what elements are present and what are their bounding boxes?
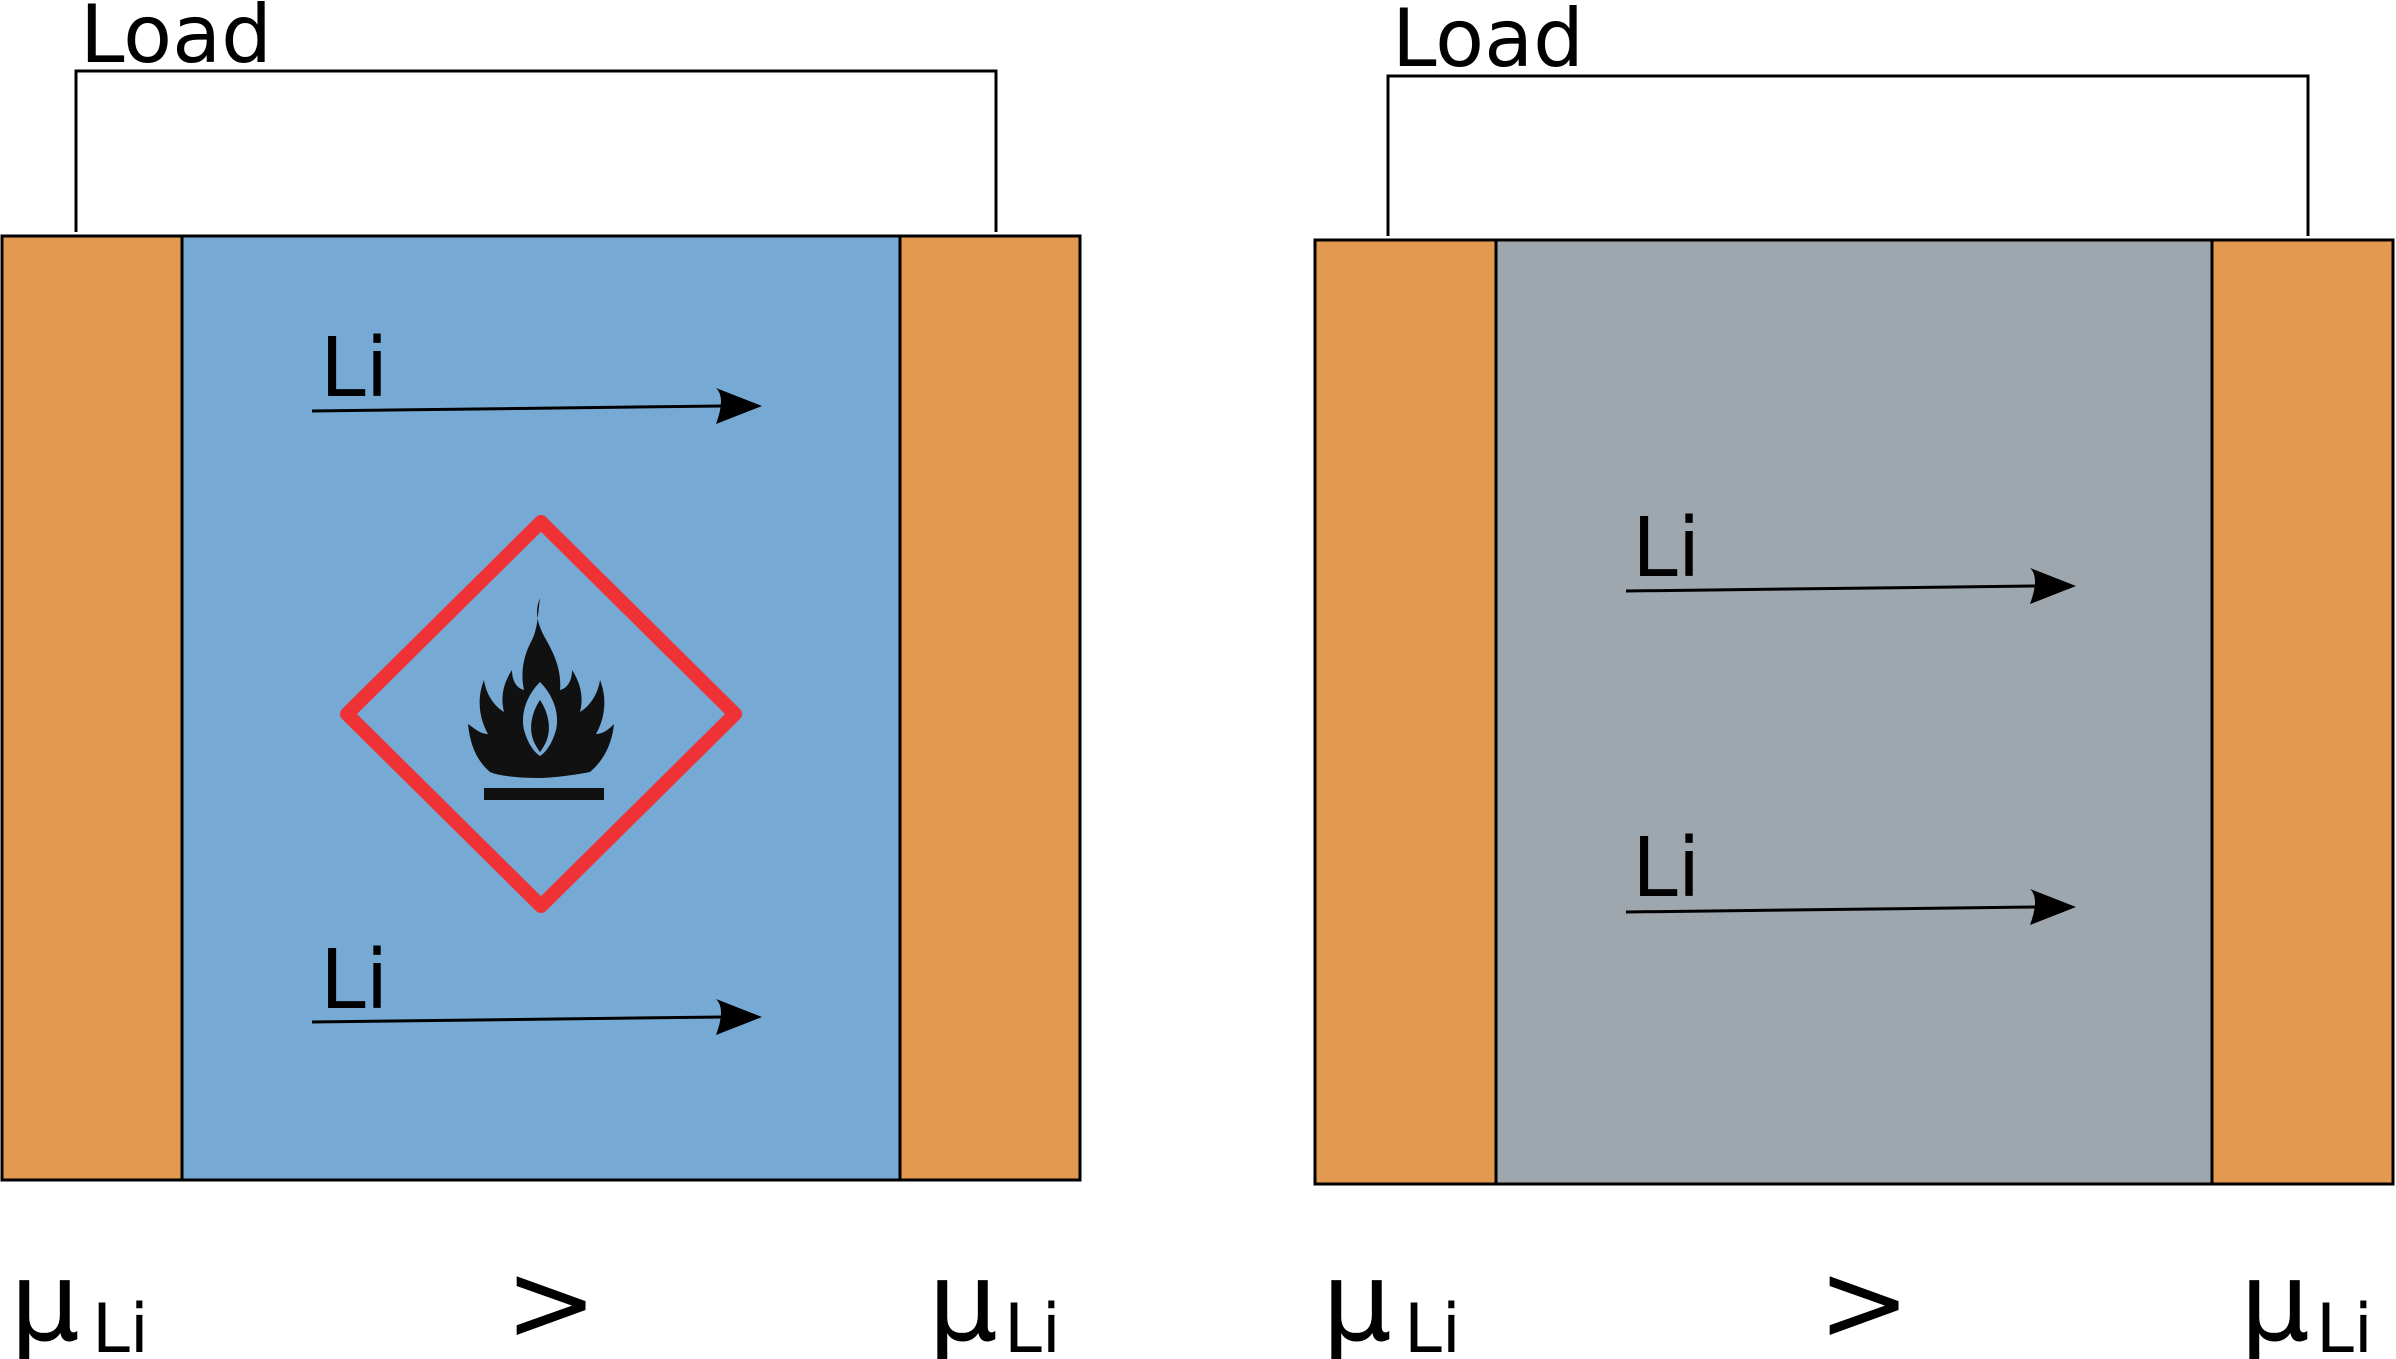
mu-symbol-right: μ: [928, 1238, 998, 1359]
mu-symbol-right: μ: [2240, 1238, 2310, 1359]
liquid-electrolyte-cell: Load Li Li μ Li > μ Li: [0, 0, 1082, 1359]
load-label: Load: [80, 0, 272, 81]
left-electrode: [1313, 238, 1498, 1186]
li-ion-label: Li: [1632, 501, 1700, 596]
electrolyte-region: [1494, 238, 2214, 1186]
arrow-head: [716, 388, 762, 424]
ion-flow-arrow: [1625, 584, 2037, 593]
ion-flow-arrow: [311, 404, 723, 413]
ion-flow-arrow: [1625, 905, 2037, 914]
greater-than-sign: >: [505, 1238, 597, 1359]
mu-subscript-right: Li: [2316, 1290, 2373, 1359]
li-ion-label: Li: [320, 933, 388, 1028]
load-label: Load: [1392, 0, 1584, 85]
arrow-head: [716, 999, 762, 1035]
load-wire: [74, 69, 998, 232]
arrow-head: [2030, 889, 2076, 925]
greater-than-sign: >: [1818, 1238, 1910, 1359]
ion-flow-arrow: [311, 1015, 723, 1024]
mu-subscript-left: Li: [92, 1290, 149, 1359]
right-electrode: [898, 234, 1082, 1182]
flammable-pictogram-icon: [340, 515, 742, 913]
li-ion-label: Li: [320, 321, 388, 416]
mu-symbol-left: μ: [10, 1238, 80, 1359]
load-wire: [1386, 74, 2310, 236]
mu-subscript-left: Li: [1404, 1290, 1461, 1359]
mu-subscript-right: Li: [1004, 1290, 1061, 1359]
li-ion-label: Li: [1632, 821, 1700, 916]
solid-electrolyte-cell: Load Li Li μ Li > μ Li: [1313, 0, 2395, 1359]
arrow-head: [2030, 568, 2076, 604]
mu-symbol-left: μ: [1322, 1238, 1392, 1359]
right-electrode: [2210, 238, 2395, 1186]
left-electrode: [0, 234, 184, 1182]
